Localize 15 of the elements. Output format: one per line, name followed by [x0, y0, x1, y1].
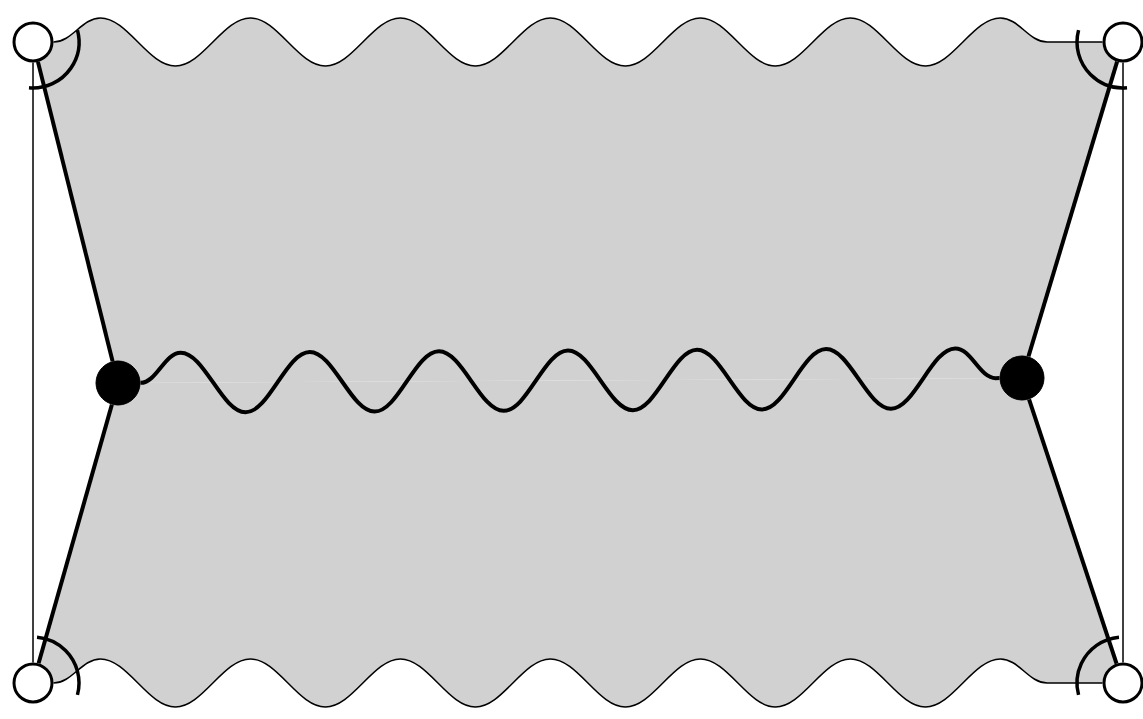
- open-circle: [1102, 662, 1143, 704]
- filled-dot: [999, 355, 1045, 401]
- line: [52, 17, 1104, 67]
- line: [1122, 61, 1124, 664]
- filled-dot: [95, 360, 141, 406]
- line: [32, 61, 34, 664]
- open-circle: [12, 21, 54, 63]
- line: [36, 404, 114, 664]
- open-circle: [12, 662, 54, 704]
- line: [139, 346, 1000, 415]
- line: [1026, 61, 1120, 358]
- line: [52, 658, 1104, 708]
- open-circle: [1102, 21, 1143, 63]
- line: [1027, 398, 1119, 665]
- line: [36, 61, 115, 362]
